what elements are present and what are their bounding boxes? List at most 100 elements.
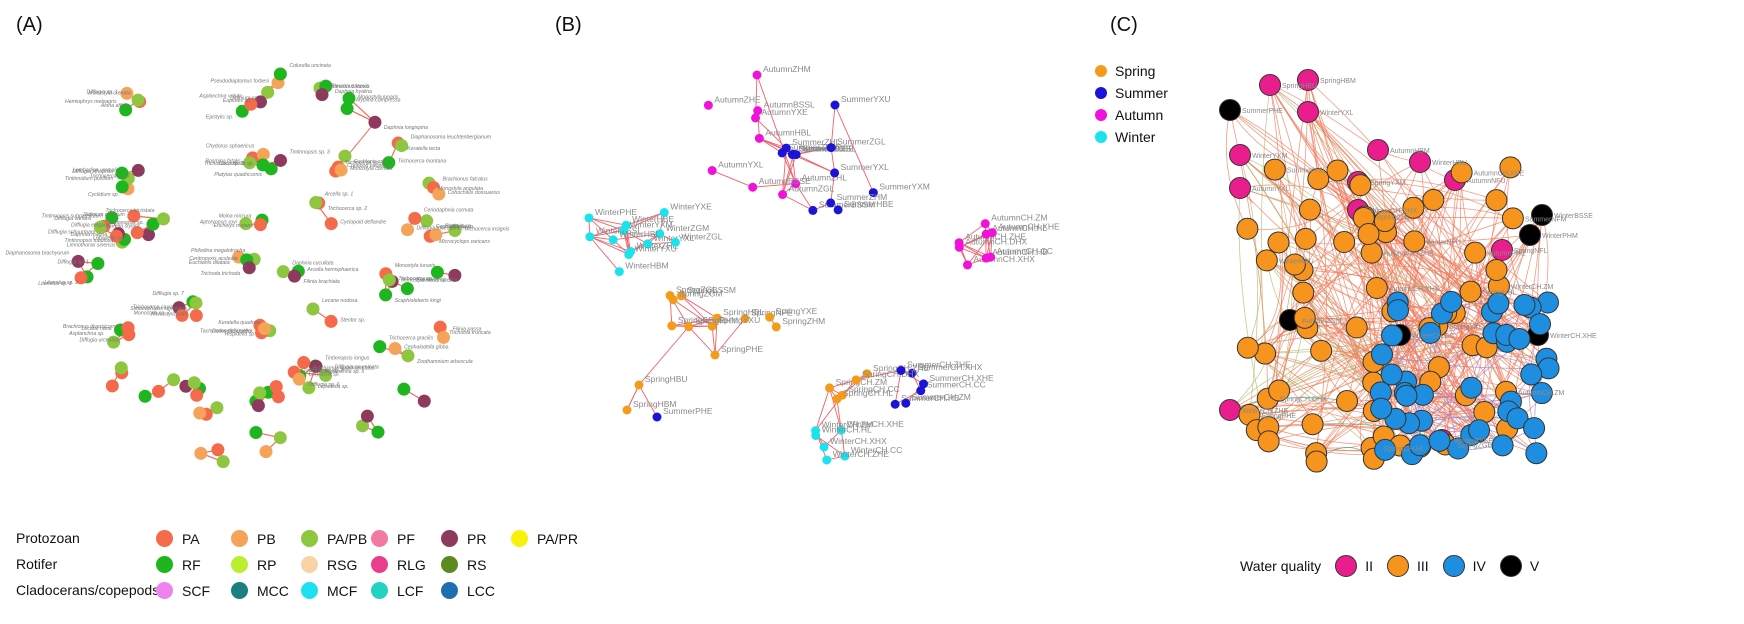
sample-node — [1523, 417, 1546, 440]
sample-label: SpringYXM — [1370, 180, 1406, 187]
sample-label: AutumnCH.HL — [992, 223, 1047, 233]
species-label: Trichocerca insignis — [464, 227, 510, 233]
sample-node — [740, 314, 750, 324]
species-label: Difflugia elegans — [71, 223, 110, 229]
legend-a-item-rs: RS — [441, 556, 486, 573]
sample-node — [1487, 292, 1510, 315]
sample-label: WinterHBL — [619, 229, 660, 239]
species-node — [189, 309, 203, 323]
sample-node — [771, 322, 781, 332]
edge — [1305, 238, 1543, 394]
species-label: Asplanchna sp. — [68, 331, 104, 337]
sample-node — [1370, 343, 1393, 366]
legend-a-dot — [371, 556, 388, 573]
legend-a-label: RF — [182, 556, 201, 573]
legend-a-dot — [231, 556, 248, 573]
species-label: Monostyla lunaris — [395, 263, 436, 269]
sample-node — [622, 405, 632, 415]
species-label: Ceriodaphnia cornuta — [424, 207, 474, 213]
sample-node — [1402, 196, 1425, 219]
species-label: Tintinnopsis subpatellatum — [41, 214, 103, 220]
species-label: Difflugia sp. 6 — [308, 382, 340, 388]
edge — [841, 373, 868, 396]
edge — [782, 154, 794, 195]
edge — [1225, 109, 1248, 229]
sample-node — [1485, 189, 1508, 212]
species-label: Stentor sp. — [340, 317, 365, 323]
legend-c-dot-iii — [1386, 555, 1409, 577]
species-node — [211, 443, 225, 457]
edge — [613, 233, 660, 241]
sample-label: WinterYXL — [654, 233, 695, 243]
species-node — [429, 228, 443, 242]
sample-node — [1440, 290, 1463, 313]
legend-b: Spring Summer Autumn Winter — [1095, 60, 1168, 148]
species-node — [251, 399, 265, 413]
sample-label: WinterZGM — [666, 223, 709, 233]
sample-node — [585, 232, 595, 242]
sample-label: SpringYXU — [718, 315, 760, 325]
species-node — [127, 209, 141, 223]
sample-node — [1255, 249, 1278, 272]
species-node — [109, 229, 123, 243]
edge — [782, 154, 797, 195]
edge — [688, 326, 716, 356]
sample-node — [751, 113, 761, 123]
sample-node — [1409, 151, 1431, 173]
sample-label: AutumnCH.XHX — [973, 254, 1035, 264]
species-node — [356, 419, 370, 433]
sample-label: WinterYXM — [630, 220, 673, 230]
species-label: Tintinnopsis sp. 3 — [289, 149, 329, 155]
sample-label: SpringHBU — [645, 374, 688, 384]
sample-label: AutumnCH.HB — [992, 247, 1048, 257]
sample-node — [707, 166, 717, 176]
sample-label: SummerCH.ZHE — [907, 359, 971, 369]
sample-node — [765, 312, 775, 322]
sample-label: SummerZHL — [792, 137, 840, 147]
sample-label: AutumnCH.DHX — [965, 236, 1027, 246]
legend-b-winter: Winter — [1095, 126, 1168, 148]
sample-label: AutumnZGL — [789, 184, 835, 194]
species-label: Tintinnidium pusillum — [65, 176, 114, 182]
sample-label: AutumnBSSE — [759, 176, 811, 186]
species-label: Keratella quadrata — [218, 320, 261, 326]
season-network: AutumnZHMSummerYXUAutumnZHLAutumnZHEAutu… — [584, 64, 1060, 465]
legend-b-spring-dot — [1095, 65, 1107, 77]
sample-label: WinterCH.ZHE — [833, 449, 890, 459]
sample-node — [1219, 99, 1241, 121]
sample-node — [1360, 241, 1383, 264]
legend-a-label: LCC — [467, 582, 496, 599]
edge — [1312, 179, 1456, 425]
sample-label: WinterBSSE — [1554, 213, 1593, 220]
species-node — [115, 166, 129, 180]
sample-label: WinterCH.ZHE — [1242, 408, 1289, 415]
species-node — [420, 214, 434, 228]
species-node — [319, 368, 333, 382]
species-label: Monostyla lunaris — [358, 94, 399, 100]
sample-node — [703, 100, 713, 110]
panel-b-label: (B) — [555, 14, 582, 36]
sample-node — [1257, 430, 1280, 453]
sample-label: SummerHBE — [844, 199, 894, 209]
sample-label: SpringYXE — [776, 306, 818, 316]
sample-node — [670, 237, 680, 247]
sample-node — [1307, 167, 1330, 190]
sample-node — [822, 455, 832, 465]
species-label: Difflugia acuminata — [335, 364, 379, 370]
sample-node — [1283, 253, 1306, 276]
edge — [1385, 231, 1473, 346]
species-label: Lecane nodosa — [322, 298, 358, 304]
species-label: Arcella hemisphaerica — [306, 267, 358, 273]
legend-a-label: PB — [257, 530, 276, 547]
species-label: Zoothamnium arbuscula — [416, 359, 473, 365]
species-node — [242, 261, 256, 275]
species-node — [105, 379, 119, 393]
edge — [1307, 111, 1327, 454]
species-label: Tintinnopsis sp. 2 — [303, 368, 343, 374]
edge — [626, 384, 640, 411]
sample-node — [1333, 231, 1356, 254]
species-node — [107, 335, 121, 349]
species-node — [210, 401, 224, 415]
sample-label: AutumnZHM — [763, 64, 811, 74]
